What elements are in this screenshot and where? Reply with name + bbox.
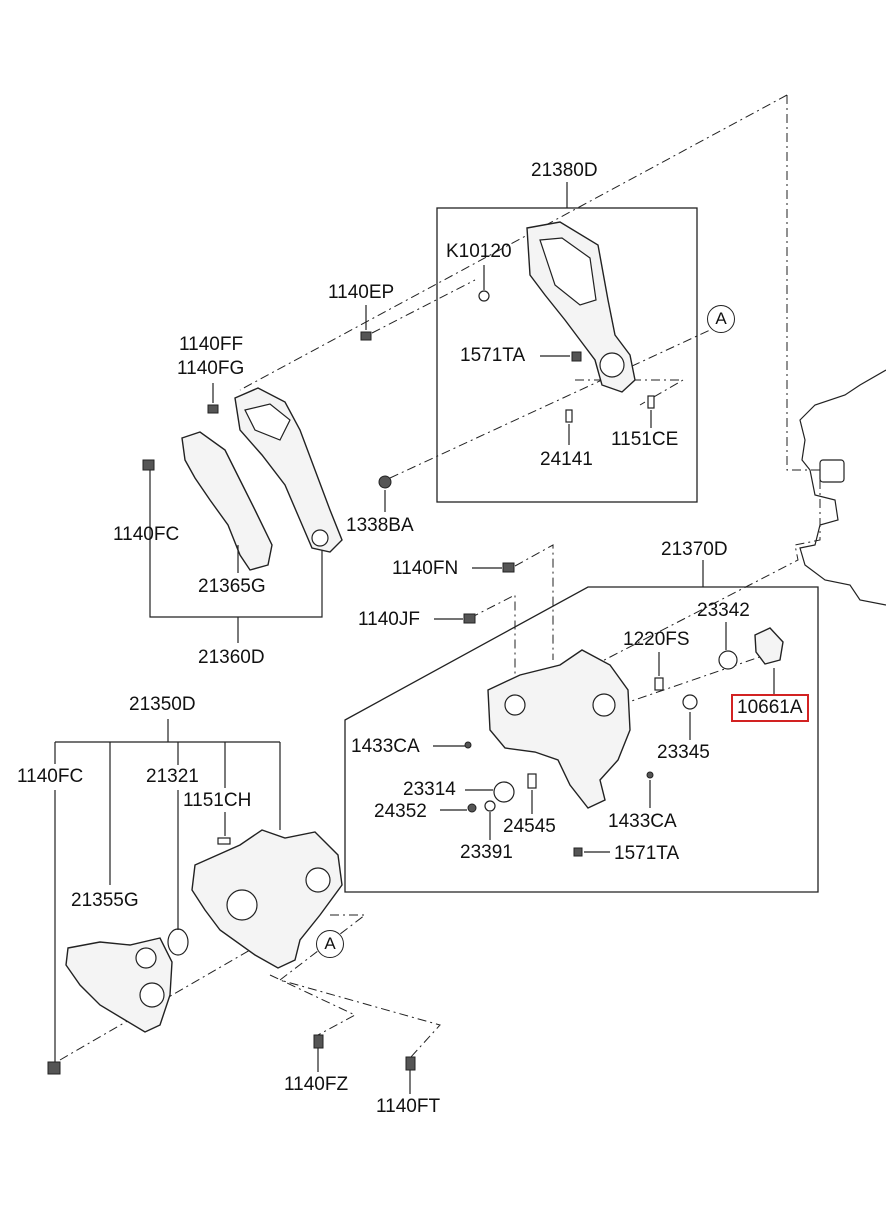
guide-line-pump — [619, 649, 781, 706]
part-23314-sprocket — [493, 781, 515, 803]
engine-block-port — [819, 459, 845, 483]
part-1140FF-bolt — [207, 404, 219, 414]
label-23342[interactable]: 23342 — [697, 600, 750, 621]
part-1571TA-bottom — [573, 847, 583, 857]
guide-line-lower-A — [278, 914, 441, 1059]
label-1140FC-top[interactable]: 1140FC — [113, 524, 180, 545]
part-21380D-window — [539, 237, 597, 306]
guide-line-1140FZ — [269, 974, 357, 1036]
part-24545-pin — [527, 773, 537, 789]
part-10661A-cover — [754, 627, 784, 665]
part-1433CA-right — [646, 771, 654, 779]
label-1571TA-bottom[interactable]: 1571TA — [614, 843, 680, 864]
bracket-21360D — [149, 468, 323, 643]
guide-line-1140EP — [371, 279, 476, 334]
part-21370D-hole-1 — [592, 693, 616, 717]
part-23342-gear — [718, 650, 738, 670]
guide-line-right — [584, 95, 821, 671]
part-21370D-housing — [487, 649, 631, 809]
label-1433CA-left[interactable]: 1433CA — [351, 736, 420, 757]
label-1140FZ[interactable]: 1140FZ — [284, 1074, 349, 1095]
label-23314[interactable]: 23314 — [403, 779, 456, 800]
label-21355G[interactable]: 21355G — [71, 890, 139, 911]
part-21350D-hole — [305, 867, 331, 893]
part-21360D-window — [244, 403, 291, 441]
label-1151CH[interactable]: 1151CH — [183, 790, 252, 811]
ref-marker-A-top: A — [707, 305, 735, 333]
label-1140FF[interactable]: 1140FF — [179, 334, 244, 355]
label-10661A-highlighted[interactable]: 10661A — [731, 694, 809, 722]
part-24141-pin — [565, 409, 573, 423]
label-24352[interactable]: 24352 — [374, 801, 427, 822]
label-1571TA-top[interactable]: 1571TA — [460, 345, 526, 366]
label-23345[interactable]: 23345 — [657, 742, 710, 763]
label-24141[interactable]: 24141 — [540, 449, 593, 470]
part-1338BA — [378, 475, 392, 489]
part-21370D-hole-2 — [504, 694, 526, 716]
part-1571TA-top — [571, 351, 582, 362]
label-21321[interactable]: 21321 — [146, 766, 199, 787]
label-1338BA[interactable]: 1338BA — [346, 515, 414, 536]
label-1140EP[interactable]: 1140EP — [328, 282, 395, 303]
label-1220FS[interactable]: 1220FS — [623, 629, 690, 650]
part-K10120-oring — [478, 290, 490, 302]
part-21380D-hole — [599, 352, 625, 378]
part-23345-gear — [682, 694, 698, 710]
part-21350D-case — [191, 829, 343, 969]
label-1140FN[interactable]: 1140FN — [392, 558, 459, 579]
label-21365G[interactable]: 21365G — [198, 576, 266, 597]
label-21360D[interactable]: 21360D — [198, 647, 265, 668]
part-24352 — [467, 803, 477, 813]
part-1151CE-pin — [647, 395, 655, 409]
label-1140FT[interactable]: 1140FT — [376, 1096, 441, 1117]
guide-line-1338BA — [389, 329, 711, 479]
label-1433CA-right[interactable]: 1433CA — [608, 811, 677, 832]
part-1151CH-pin — [217, 837, 231, 845]
part-21355G-hole-1 — [135, 947, 157, 969]
label-21370D[interactable]: 21370D — [661, 539, 728, 560]
label-1151CE[interactable]: 1151CE — [611, 429, 679, 450]
part-1140FC-left-bolt — [47, 1061, 61, 1075]
guide-line-top — [239, 94, 788, 391]
part-21321-seal — [167, 928, 189, 956]
part-1140FT-bolt — [405, 1056, 416, 1071]
guide-line-1140FN — [514, 544, 554, 660]
part-21355G-hole-2 — [139, 982, 165, 1008]
part-1140FN-bolt — [502, 562, 515, 573]
label-21380D[interactable]: 21380D — [531, 160, 598, 181]
part-21350D-seal-bore — [226, 889, 258, 921]
part-1433CA-left — [464, 741, 472, 749]
part-1220FS-pin — [654, 677, 664, 691]
label-21350D[interactable]: 21350D — [129, 694, 196, 715]
part-1140FZ-bolt — [313, 1034, 324, 1049]
bracket-21350D — [54, 719, 281, 885]
part-21360D-hole — [311, 529, 329, 547]
group-frame-21370D — [344, 586, 819, 893]
label-1140FC-left[interactable]: 1140FC — [17, 766, 84, 787]
part-21365G-gasket — [181, 431, 273, 571]
part-23391 — [484, 800, 496, 812]
label-1140FG[interactable]: 1140FG — [177, 358, 245, 379]
label-24545[interactable]: 24545 — [503, 816, 556, 837]
label-K10120[interactable]: K10120 — [446, 241, 512, 262]
guide-line-1140JF — [469, 594, 516, 700]
engine-block-outline — [799, 369, 886, 606]
part-1140EP-bolt — [360, 331, 372, 341]
part-1140JF-bolt — [463, 613, 476, 624]
part-1140FC-top-bolt — [142, 459, 155, 471]
label-1140JF[interactable]: 1140JF — [358, 609, 420, 630]
ref-marker-A-bottom: A — [316, 930, 344, 958]
label-23391[interactable]: 23391 — [460, 842, 513, 863]
